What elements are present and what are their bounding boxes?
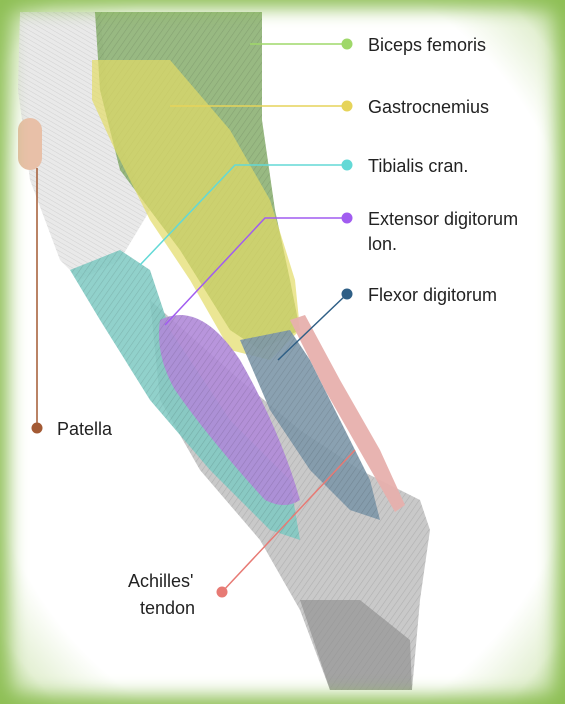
gastrocnemius-dot: [342, 101, 353, 112]
patella-bone: [18, 118, 42, 170]
label-patella: Patella: [57, 418, 112, 440]
extensor-digitorum-dot: [342, 213, 353, 224]
label-extensor-digitorum: Extensor digitorum: [368, 208, 518, 230]
label-biceps-femoris: Biceps femoris: [368, 34, 486, 56]
tibialis-cran-dot: [342, 160, 353, 171]
label-extensor-digitorum-line2: lon.: [368, 233, 397, 255]
label-flexor-digitorum: Flexor digitorum: [368, 284, 497, 306]
flexor-digitorum-dot: [342, 289, 353, 300]
label-achilles-line2: tendon: [140, 597, 195, 619]
achilles-dot: [217, 587, 228, 598]
label-gastrocnemius: Gastrocnemius: [368, 96, 489, 118]
patella-dot: [32, 423, 43, 434]
biceps-femoris-dot: [342, 39, 353, 50]
label-tibialis-cran: Tibialis cran.: [368, 155, 468, 177]
label-achilles: Achilles': [128, 570, 193, 592]
